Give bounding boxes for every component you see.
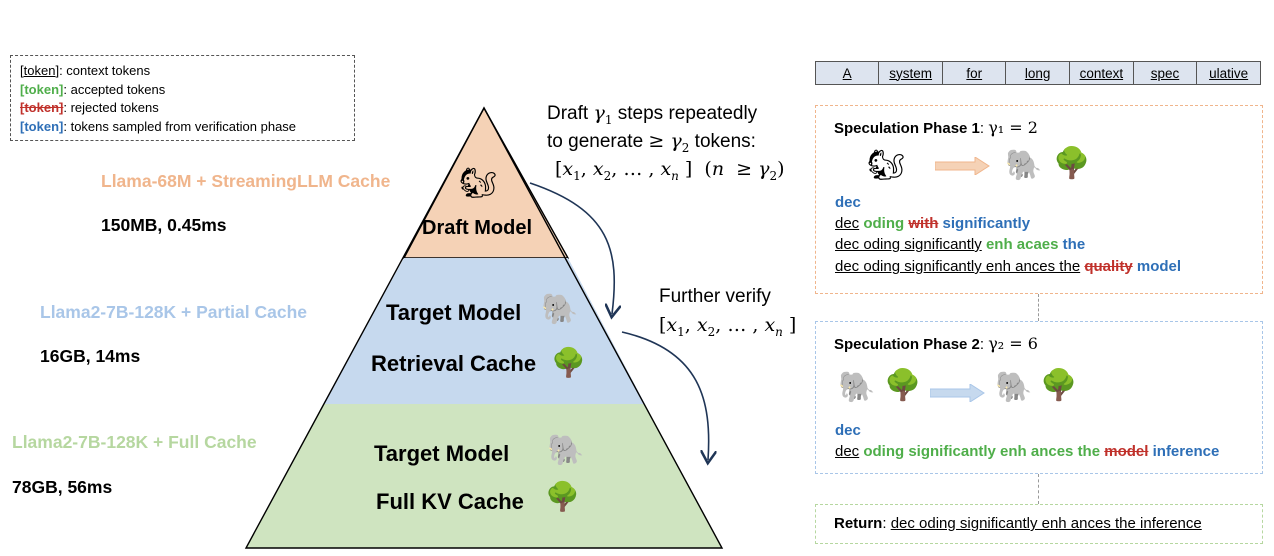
draft-token-sequence: [x1, x2, … , xn ] (n ≥ γ2) xyxy=(555,158,785,183)
elephant-icon: 🐘 xyxy=(838,371,876,404)
draft-model-label: Draft Model xyxy=(422,217,532,239)
tier-full-name: Llama2-7B-128K + Full Cache xyxy=(12,432,257,452)
retrieval-cache-label: Retrieval Cache xyxy=(371,351,537,376)
tier-draft-name: Llama-68M + StreamingLLM Cache xyxy=(101,171,391,191)
legend-sampled: [token]: tokens sampled from verificatio… xyxy=(20,118,297,134)
legend-rejected: [token]: rejected tokens xyxy=(20,100,159,115)
token-cell: A xyxy=(814,61,880,85)
token-cell: ulative xyxy=(1196,61,1261,85)
phase1-line1: dec xyxy=(835,194,861,211)
pyramid-mid-layer xyxy=(323,258,645,404)
tier-full-stats: 78GB, 56ms xyxy=(12,477,113,497)
pyramid-outline xyxy=(244,106,724,549)
return-line: Return: dec oding significantly enh ance… xyxy=(834,515,1202,532)
tree-icon: 🌳 xyxy=(884,369,922,402)
forest-icon: 🌳 xyxy=(1040,369,1078,402)
squirrel-icon: 🐿 xyxy=(867,149,906,182)
token-cell: context xyxy=(1068,61,1134,85)
return-box xyxy=(815,504,1263,544)
phase1-line4: dec oding significantly enh ances the qu… xyxy=(835,258,1182,275)
phase1-line3: dec oding significantly enh acaes the xyxy=(835,236,1086,253)
phase1-line2: dec oding with significantly xyxy=(835,215,1031,232)
forest-icon: 🌳 xyxy=(545,481,580,512)
phase1-arrow-icon xyxy=(935,157,990,175)
phase-connector xyxy=(1038,294,1039,321)
token-cell: for xyxy=(942,61,1007,85)
elephant-icon: 🐘 xyxy=(1005,149,1043,182)
verify-token-sequence: [x1, x2, … , xn ] xyxy=(659,314,797,339)
phase2-line2: dec oding significantly enh ances the mo… xyxy=(835,443,1220,460)
context-token-row: A system for long context spec ulative xyxy=(814,61,1261,85)
draft-to-target-arrow xyxy=(529,182,614,314)
legend-accepted: [token]: accepted tokens xyxy=(20,81,166,97)
pyramid-bottom-layer xyxy=(246,404,722,548)
draft-annotation-line1: Draft γ1 steps repeatedly xyxy=(547,102,758,127)
phase2-line1: dec xyxy=(835,422,861,439)
phase2-box xyxy=(815,321,1263,474)
phase2-arrow-icon xyxy=(930,384,985,402)
target-to-full-arrow xyxy=(621,331,709,460)
elephant-icon: 🐘 xyxy=(547,434,585,467)
bottom-target-model-label: Target Model xyxy=(374,441,510,466)
tree-icon: 🌳 xyxy=(551,347,586,378)
phase-connector xyxy=(1038,474,1039,504)
draft-annotation-line2: to generate ≥ γ2 tokens: xyxy=(547,130,756,155)
token-cell: spec xyxy=(1132,61,1198,85)
tier-draft-stats: 150MB, 0.45ms xyxy=(101,215,227,235)
squirrel-icon: 🐿 xyxy=(459,167,498,200)
token-cell: long xyxy=(1005,61,1070,85)
mid-target-model-label: Target Model xyxy=(386,300,522,325)
elephant-icon: 🐘 xyxy=(541,293,579,326)
tier-partial-stats: 16GB, 14ms xyxy=(40,346,141,366)
tree-icon: 🌳 xyxy=(1053,147,1091,180)
verify-annotation: Further verify xyxy=(659,286,771,307)
legend-context: [token]: context tokens xyxy=(20,63,151,78)
legend-box: [token]: context tokens [token]: accepte… xyxy=(10,55,355,141)
token-cell: system xyxy=(878,61,944,85)
phase2-title: Speculation Phase 2: γ₂ = 6 xyxy=(834,334,1038,353)
tier-partial-name: Llama2-7B-128K + Partial Cache xyxy=(40,302,308,322)
phase1-box xyxy=(815,105,1263,294)
elephant-icon: 🐘 xyxy=(995,371,1033,404)
full-kv-cache-label: Full KV Cache xyxy=(376,489,524,514)
phase1-title: Speculation Phase 1: γ₁ = 2 xyxy=(834,118,1038,137)
